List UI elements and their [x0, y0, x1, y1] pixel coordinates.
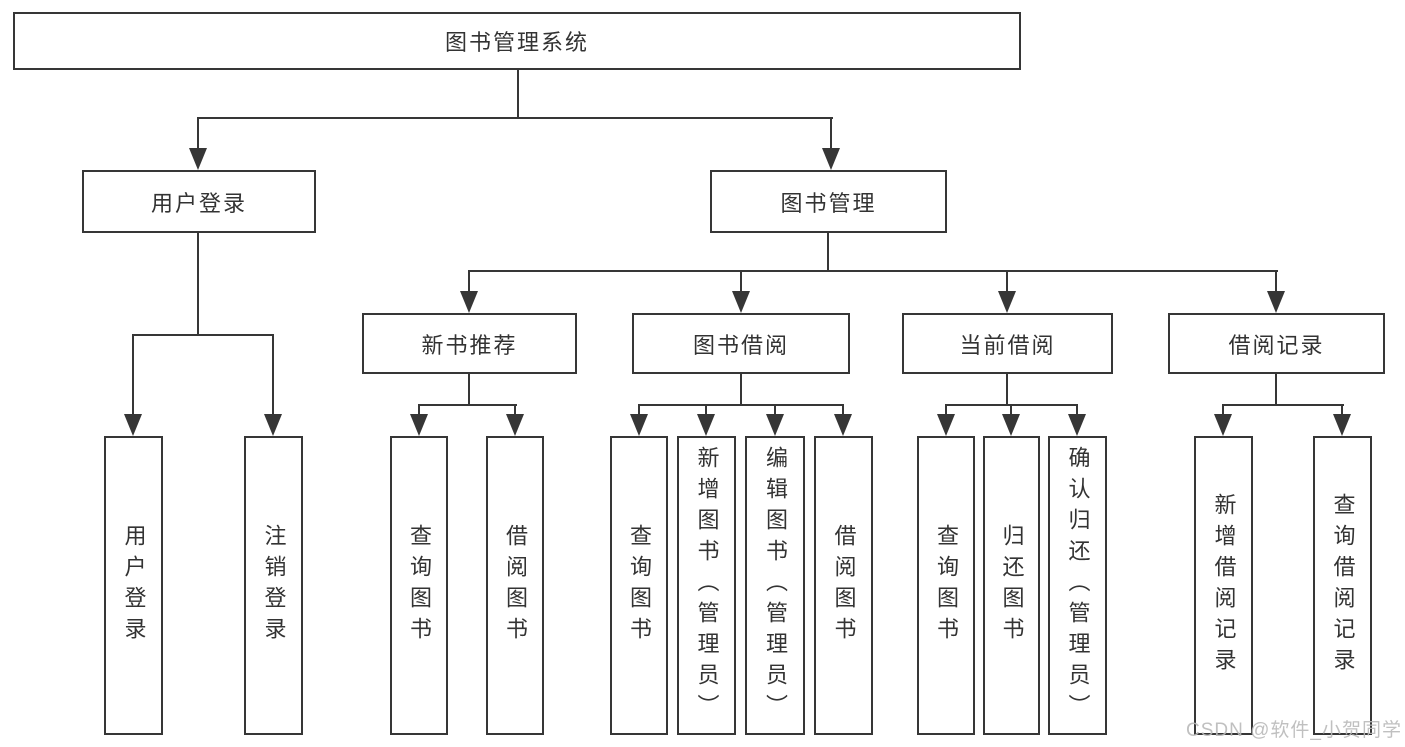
- leaf-current-query: 查询图书: [917, 436, 975, 735]
- leaf-current-return-label: 归还图书: [999, 523, 1025, 648]
- arrow-down-icon: [822, 148, 840, 170]
- arrow-down-icon: [766, 414, 784, 436]
- connector-borrow-drop-3: [774, 404, 776, 416]
- node-book-mgmt-label: 图书管理: [780, 190, 877, 216]
- leaf-newbook-borrow-label: 借阅图书: [503, 523, 528, 648]
- connector-newbook-hbar: [418, 404, 517, 406]
- leaf-records-query: 查询借阅记录: [1313, 436, 1372, 735]
- node-current-borrow: 当前借阅: [902, 313, 1113, 374]
- connector-records-stem: [1275, 373, 1277, 406]
- leaf-borrow-edit-label: 编辑图书（管理员）: [763, 446, 788, 725]
- leaf-borrow-add-label: 新增图书（管理员）: [694, 446, 720, 725]
- connector-user-drop-2: [272, 334, 274, 416]
- node-book-borrow: 图书借阅: [632, 313, 850, 374]
- arrow-down-icon: [1002, 414, 1020, 436]
- node-book-mgmt: 图书管理: [710, 170, 947, 233]
- node-new-book-label: 新书推荐: [421, 332, 518, 358]
- connector-mgmt-stem: [827, 232, 829, 272]
- connector-records-hbar: [1222, 404, 1344, 406]
- connector-root-drop-left: [197, 117, 199, 150]
- arrow-down-icon: [998, 291, 1016, 313]
- arrow-down-icon: [1267, 291, 1285, 313]
- leaf-current-query-label: 查询图书: [934, 523, 959, 648]
- leaf-newbook-query: 查询图书: [390, 436, 448, 735]
- leaf-user-login-label: 用户登录: [121, 523, 147, 648]
- connector-borrow-drop-4: [842, 404, 844, 416]
- leaf-records-add-label: 新增借阅记录: [1211, 492, 1237, 679]
- leaf-user-login: 用户登录: [104, 436, 163, 735]
- leaf-borrow-edit: 编辑图书（管理员）: [745, 436, 805, 735]
- node-borrow-records: 借阅记录: [1168, 313, 1385, 374]
- leaf-borrow-borrow: 借阅图书: [814, 436, 873, 735]
- node-user-login: 用户登录: [82, 170, 316, 233]
- connector-current-drop-2: [1010, 404, 1012, 416]
- connector-mgmt-drop-1: [468, 270, 470, 292]
- arrow-down-icon: [732, 291, 750, 313]
- connector-root-hbar: [197, 117, 833, 119]
- connector-records-drop-2: [1341, 404, 1343, 416]
- connector-user-drop-1: [132, 334, 134, 416]
- arrow-down-icon: [630, 414, 648, 436]
- node-current-borrow-label: 当前借阅: [959, 332, 1056, 358]
- connector-newbook-drop-2: [514, 404, 516, 416]
- arrow-down-icon: [460, 291, 478, 313]
- leaf-borrow-query-label: 查询图书: [627, 523, 652, 648]
- leaf-logout: 注销登录: [244, 436, 303, 735]
- node-root: 图书管理系统: [13, 12, 1021, 70]
- node-root-label: 图书管理系统: [444, 30, 589, 55]
- connector-borrow-hbar: [638, 404, 844, 406]
- connector-mgmt-drop-2: [740, 270, 742, 292]
- leaf-current-confirm: 确认归还（管理员）: [1048, 436, 1107, 735]
- connector-current-drop-1: [945, 404, 947, 416]
- connector-root-drop-right: [830, 117, 832, 150]
- connector-borrow-drop-2: [705, 404, 707, 416]
- connector-root-stem: [517, 69, 519, 119]
- arrow-down-icon: [189, 148, 207, 170]
- connector-mgmt-drop-3: [1006, 270, 1008, 292]
- connector-borrow-stem: [740, 373, 742, 406]
- connector-user-stem: [197, 232, 199, 336]
- arrow-down-icon: [124, 414, 142, 436]
- connector-mgmt-drop-4: [1275, 270, 1277, 292]
- connector-records-drop-1: [1222, 404, 1224, 416]
- connector-current-stem: [1006, 373, 1008, 406]
- watermark: CSDN @软件_小贺同学: [1186, 720, 1402, 741]
- arrow-down-icon: [1214, 414, 1232, 436]
- leaf-newbook-borrow: 借阅图书: [486, 436, 544, 735]
- leaf-current-return: 归还图书: [983, 436, 1040, 735]
- node-borrow-records-label: 借阅记录: [1228, 332, 1325, 358]
- arrow-down-icon: [410, 414, 428, 436]
- leaf-records-add: 新增借阅记录: [1194, 436, 1253, 735]
- leaf-newbook-query-label: 查询图书: [407, 523, 432, 648]
- arrow-down-icon: [937, 414, 955, 436]
- connector-user-hbar: [132, 334, 274, 336]
- arrow-down-icon: [264, 414, 282, 436]
- leaf-borrow-add: 新增图书（管理员）: [677, 436, 736, 735]
- leaf-logout-label: 注销登录: [261, 523, 287, 648]
- arrow-down-icon: [697, 414, 715, 436]
- connector-newbook-stem: [468, 373, 470, 406]
- arrow-down-icon: [506, 414, 524, 436]
- node-new-book: 新书推荐: [362, 313, 577, 374]
- leaf-current-confirm-label: 确认归还（管理员）: [1065, 446, 1091, 725]
- connector-mgmt-hbar: [468, 270, 1278, 272]
- node-book-borrow-label: 图书借阅: [692, 332, 789, 358]
- arrow-down-icon: [1068, 414, 1086, 436]
- arrow-down-icon: [834, 414, 852, 436]
- leaf-records-query-label: 查询借阅记录: [1330, 492, 1356, 679]
- connector-current-drop-3: [1076, 404, 1078, 416]
- connector-borrow-drop-1: [638, 404, 640, 416]
- connector-newbook-drop-1: [418, 404, 420, 416]
- leaf-borrow-borrow-label: 借阅图书: [831, 523, 857, 648]
- leaf-borrow-query: 查询图书: [610, 436, 668, 735]
- node-user-login-label: 用户登录: [150, 190, 247, 216]
- arrow-down-icon: [1333, 414, 1351, 436]
